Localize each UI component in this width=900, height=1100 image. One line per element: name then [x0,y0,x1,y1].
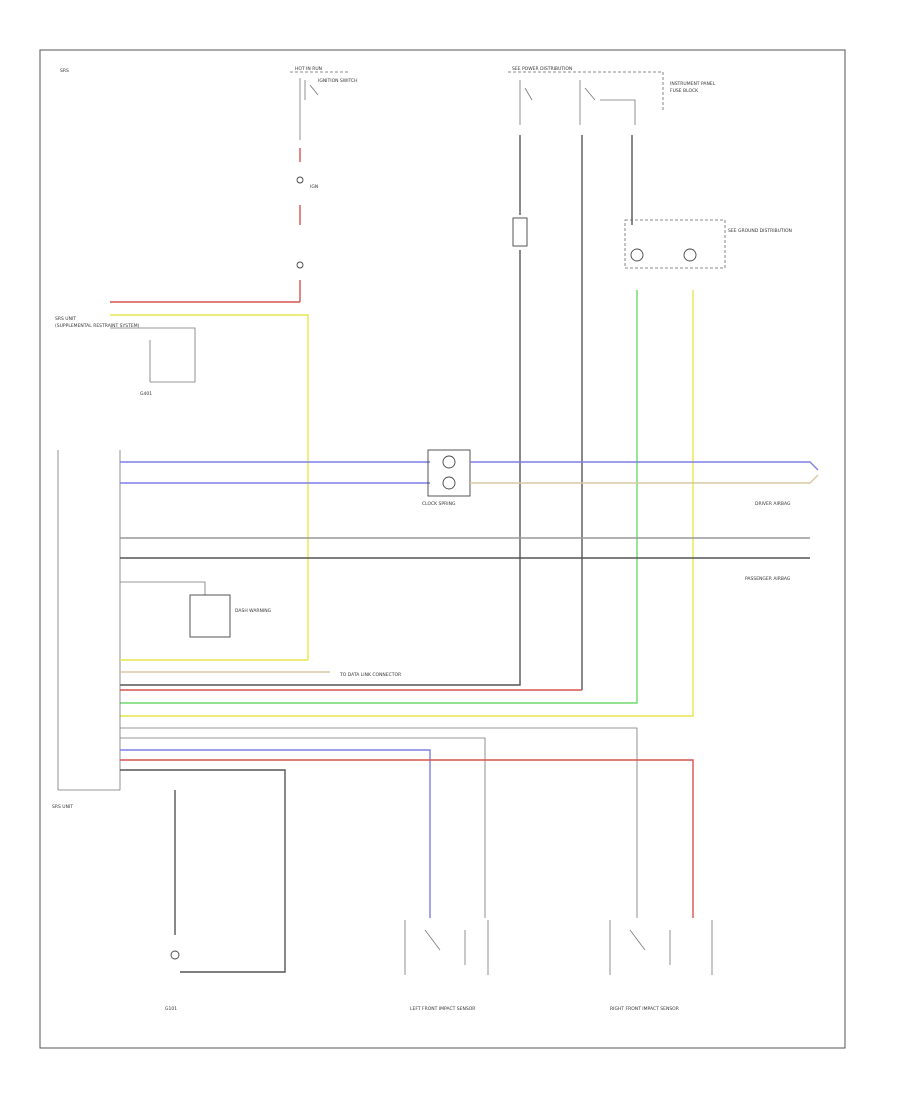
diagram-border [39,49,846,1049]
left-module-label: SRS UNIT [55,316,76,322]
left-module-sub-label: (SUPPLEMENTAL RESTRAINT SYSTEM) [55,323,140,329]
right-connector: SEE GROUND DISTRIBUTION [624,219,792,269]
wire-red-right-sensor [120,759,694,918]
wire-yellow-top [110,314,309,660]
clock-spring-label: CLOCK SPRING [422,501,456,507]
dash-warning-connector: DASH WARNING [120,581,272,638]
wire-blue-left-sensor [120,749,431,918]
srs-unit-label: SRS UNIT [52,804,73,810]
mid-label: INSTRUMENT PANEL [670,81,716,87]
driver-airbag-label: DRIVER AIRBAG [755,501,791,507]
left-module: SRS UNIT (SUPPLEMENTAL RESTRAINT SYSTEM)… [55,316,196,397]
clock-spring: CLOCK SPRING DRIVER AIRBAG [120,449,819,507]
ign-label: IGN [310,184,318,190]
hot-in-run-label: HOT IN RUN [295,66,322,72]
relay-box [512,217,528,247]
right-sensor-label: RIGHT FRONT IMPACT SENSOR [610,1006,679,1012]
passenger-airbag-label: PASSENGER AIRBAG [745,576,791,582]
wire-green-right [120,290,638,704]
srs-unit-outline [57,450,121,791]
fuse-block-mid: SEE POWER DISTRIBUTION INSTRUMENT PANEL … [508,66,716,125]
mid-sub-label: FUSE BLOCK [670,88,699,94]
left-impact-sensor: LEFT FRONT IMPACT SENSOR [404,920,489,1012]
wire-thin-right-sensor [120,727,638,918]
dash-connector-label: DASH WARNING [235,608,272,614]
mid-header-label: SEE POWER DISTRIBUTION [512,66,572,72]
right-impact-sensor: RIGHT FRONT IMPACT SENSOR [609,920,713,1012]
legend-label: SRS [60,68,69,74]
wire-yellow-right [120,290,694,717]
ground-top-label: G401 [140,391,152,397]
hot-in-run-sub-label: IGNITION SWITCH [318,78,358,84]
wire-dark-mid-left-2 [120,250,521,686]
bottom-left-ground: G101 [120,769,286,1012]
ground-bottom-label: G101 [165,1006,177,1012]
left-sensor-label: LEFT FRONT IMPACT SENSOR [410,1006,475,1012]
wire-thin-left-sensor [120,737,486,918]
data-link-label: TO DATA LINK CONNECTOR [339,672,401,678]
right-header-label: SEE GROUND DISTRIBUTION [728,228,792,234]
fuse-top-center: HOT IN RUN IGNITION SWITCH IGN [290,66,358,302]
